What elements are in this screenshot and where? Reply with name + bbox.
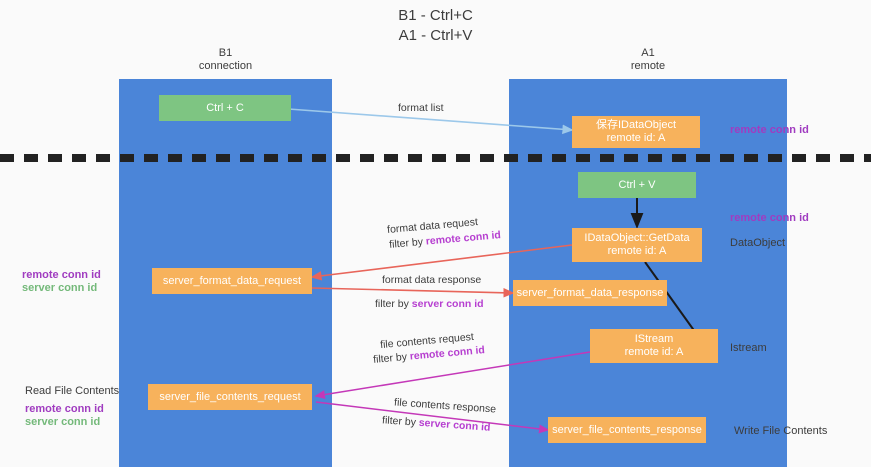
box-server-file-contents-response[interactable]: server_file_contents_response [548,417,706,443]
filter-prefix-2: filter by [375,298,412,310]
wire-format-list [274,107,574,135]
lane-b1-name: B1 [218,47,233,59]
box-idataobject-line-1: 保存IDataObject [595,119,677,131]
side-label-left-server-conn-id-2: server conn id [25,416,101,428]
box-getdata-line-2: remote id: A [607,245,667,257]
edge-label-format-data-response-filter: filter by server conn id [375,297,484,311]
edge-label-format-list: format list [398,102,444,114]
filter-prefix-1: filter by [388,235,427,251]
box-server-format-data-response[interactable]: server_format_data_response [513,280,667,306]
side-label-read-file-contents: Read File Contents [25,385,120,397]
box-idataobject[interactable]: 保存IDataObject remote id: A [572,116,700,148]
box-server-file-contents-request-label: server_file_contents_request [159,390,301,403]
box-server-format-data-request[interactable]: server_format_data_request [152,268,312,294]
lane-header-a1: A1 remote [509,47,787,73]
box-istream-line-1: IStream [634,333,674,345]
filter-prefix-3: filter by [372,350,411,366]
box-idataobject-line-2: remote id: A [606,132,666,144]
box-server-format-data-request-label: server_format_data_request [162,274,302,287]
side-label-remote-conn-id-top: remote conn id [730,124,809,136]
title-line-1: B1 - Ctrl+C [398,7,473,24]
lane-header-b1: B1 connection [119,47,332,73]
side-label-left-server-conn-id: server conn id [22,282,98,294]
box-ctrl-v[interactable]: Ctrl + V [578,172,696,198]
side-label-left-remote-conn-id: remote conn id [22,269,101,281]
box-idataobject-getdata[interactable]: IDataObject::GetData remote id: A [572,228,702,262]
side-label-left-remote-conn-id-2: remote conn id [25,403,104,415]
filter-prefix-4: filter by [381,414,420,429]
edge-label-format-data-response: format data response [382,274,482,286]
side-label-istream: Istream [730,342,767,354]
box-ctrl-c-label: Ctrl + C [206,101,244,114]
box-ctrl-c[interactable]: Ctrl + C [159,95,291,121]
phase-divider [0,154,871,162]
wire-format-data-response [311,287,515,298]
lane-a1-sub: remote [630,60,666,72]
side-label-write-file-contents: Write File Contents [734,425,828,437]
title-line-2: A1 - Ctrl+V [398,27,473,44]
box-ctrl-v-label: Ctrl + V [618,178,656,191]
wire-file-contents-response [315,401,550,434]
side-label-dataobject: DataObject [730,237,786,249]
wire-format-data-request [310,244,573,281]
box-server-file-contents-response-label: server_file_contents_response [552,423,702,436]
box-server-file-contents-request[interactable]: server_file_contents_request [148,384,312,410]
box-istream-line-2: remote id: A [624,346,684,358]
lane-a1-name: A1 [641,47,655,59]
box-getdata-line-1: IDataObject::GetData [584,232,690,244]
wire-file-contents-request [314,351,591,400]
filter-key-2: server conn id [411,298,484,310]
box-istream[interactable]: IStream remote id: A [590,329,718,363]
box-server-format-data-response-label: server_format_data_response [516,286,664,299]
page-title: B1 - Ctrl+C A1 - Ctrl+V [0,6,871,46]
side-label-remote-conn-id-mid: remote conn id [730,212,809,224]
lane-b1-sub: connection [198,60,253,72]
